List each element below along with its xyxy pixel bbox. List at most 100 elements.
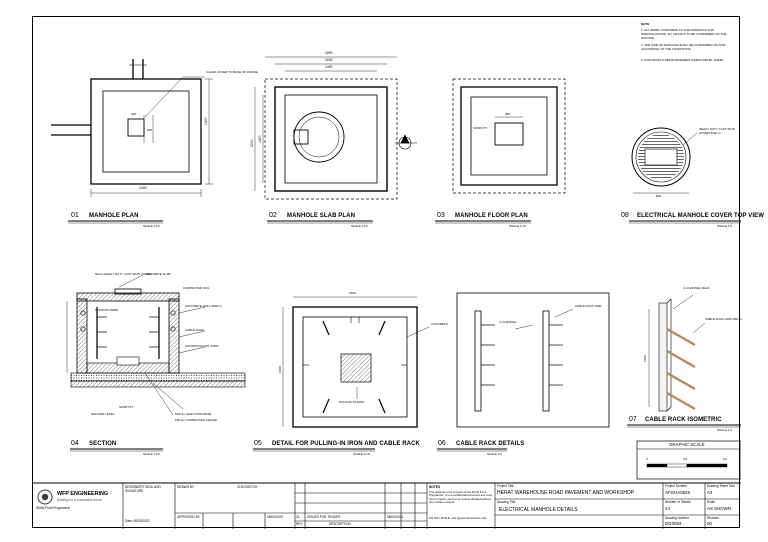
view-01-number: 01 bbox=[71, 212, 79, 219]
v05-callout-right: CONCRETE bbox=[431, 322, 448, 326]
org-sub: World Food Programme bbox=[36, 506, 70, 510]
scale-label: Scale bbox=[707, 500, 715, 504]
v02-dim-left-outer: 2000 bbox=[250, 139, 254, 147]
wfp-logo-icon bbox=[37, 489, 53, 505]
v03-dim-top: 300 bbox=[505, 112, 511, 116]
v02-dim-top-mid: 1600 bbox=[325, 58, 333, 62]
revision-row: ISSUED FOR TENDER bbox=[307, 515, 341, 519]
v06-callout-right: CABLE RACK ARM bbox=[575, 304, 602, 308]
view-06-scale: SCALE 1:5 bbox=[487, 452, 502, 456]
drawing-title-label: Drawing Title bbox=[497, 500, 516, 504]
date-label: Date: 08/03/2023 bbox=[125, 519, 150, 523]
v02-dim-top-outer: 1800 bbox=[325, 51, 333, 55]
v04-callout-wall: CONCRETE WALL 200mm bbox=[185, 304, 222, 308]
description-label: DESCRIPTION bbox=[329, 522, 351, 526]
graphic-scale bbox=[636, 440, 741, 480]
view-02-title: MANHOLE SLAB PLAN bbox=[287, 213, 356, 219]
view-02-scale: SCALE 1:10 bbox=[351, 224, 368, 228]
view-07-cable-rack-iso bbox=[627, 294, 741, 428]
v05-callout-bottom: PULLING-IN IRON bbox=[339, 400, 365, 404]
view-04-number: 04 bbox=[71, 440, 79, 447]
view-08-number: 08 bbox=[621, 212, 629, 219]
drawing-number-label: Drawing Number bbox=[665, 516, 689, 520]
view-06-cable-rack-details bbox=[437, 292, 610, 452]
v04-callout-cover: 50mm HEAVY DUTY CAST IRON COVER bbox=[95, 272, 152, 276]
view-04-title: SECTION bbox=[89, 441, 117, 447]
notes-heading: NOTE bbox=[641, 22, 650, 26]
v04-callout-lean: 100mm LEAN CONCRETE bbox=[175, 412, 212, 416]
project-title: HERAT WAREHOUSE ROAD PAVEMENT AND WORKSH… bbox=[497, 490, 635, 496]
view-08-scale: SCALE 1:5 bbox=[717, 224, 732, 228]
sheet-size: A3 bbox=[707, 490, 713, 495]
view-03-title: MANHOLE FLOOR PLAN bbox=[455, 213, 528, 219]
designer-label: DESIGNER'S SEAL AND SIGNATURE bbox=[125, 485, 161, 493]
view-07-title: CABLE RACK ISOMETRIC bbox=[645, 417, 722, 423]
rev-num: 01 bbox=[296, 515, 300, 519]
note-3: 3. FOR DETAILS REINFORCEMENT REFER DETAI… bbox=[641, 58, 725, 62]
v04-callout-conduit: CONDUIT PIPES bbox=[95, 308, 119, 312]
graphic-scale-tick-0: 0 bbox=[646, 457, 648, 461]
v02-dim-top-inner: 1400 bbox=[325, 65, 333, 69]
v01-callout: CLEAR COVER TO BASE OF FRAME bbox=[206, 70, 258, 74]
v08-callout: HEAVY DUTY CAST IRON COVER 600mm bbox=[699, 127, 735, 135]
view-04-section bbox=[66, 274, 246, 452]
view-02-slab-plan bbox=[254, 56, 417, 224]
v04-callout-gravel: 150mm COMPACTED GRAVEL bbox=[175, 418, 218, 422]
drawn-label: DRAWN BY bbox=[177, 485, 195, 489]
view-01-scale: SCALE 1:10 bbox=[143, 224, 160, 228]
view-03-number: 03 bbox=[437, 212, 445, 219]
org-name: WFP ENGINEERING bbox=[57, 491, 109, 497]
v05-dim-left: 1800 bbox=[278, 366, 282, 373]
revision-label: Revision bbox=[707, 516, 720, 520]
rev-label: REV bbox=[296, 522, 303, 526]
graphic-scale-title: GRAPHIC SCALE bbox=[669, 442, 705, 447]
note-1: 1. ALL WORK CONFORMS TO THE DRAWINGS AND… bbox=[641, 28, 727, 40]
v01-dim-small-b: 300 bbox=[131, 112, 137, 116]
approved-label: APPROVED BY bbox=[177, 515, 200, 519]
view-03-scale: SCALE 1:10 bbox=[509, 224, 526, 228]
view-02-number: 02 bbox=[269, 212, 277, 219]
view-04-scale: SCALE 1:10 bbox=[143, 452, 160, 456]
project-number: AFGHA0829 bbox=[665, 490, 690, 495]
view-05-scale: SCALE 1:10 bbox=[353, 452, 370, 456]
view-07-number: 07 bbox=[629, 416, 637, 423]
rev-date: 08/03/2023 bbox=[387, 515, 403, 519]
disclaimer-text: This drawing is the property of the Worl… bbox=[429, 490, 493, 505]
v04-callout-slab: CONCRETE SLAB bbox=[145, 272, 171, 276]
v04-callout-rack: CABLE RACK bbox=[185, 328, 205, 332]
project-number-label: Project Number bbox=[665, 484, 688, 488]
v04-callout-ground: GROUND LEVEL bbox=[91, 412, 115, 416]
view-06-title: CABLE RACK DETAILS bbox=[456, 441, 525, 447]
title-block-frame bbox=[33, 482, 741, 529]
v07-dim: 1000 bbox=[643, 355, 647, 362]
drawing-canvas bbox=[33, 56, 741, 529]
note-2: 2. THE SIZE OF MANHOLE SHALL BE CONFIRME… bbox=[641, 43, 726, 51]
v07-callout-top: C-CHANNEL 40x40 bbox=[683, 286, 710, 290]
date-col: 08/03/2023 bbox=[267, 515, 283, 519]
view-06-number: 06 bbox=[438, 440, 446, 447]
view-01-title: MANHOLE PLAN bbox=[89, 213, 139, 219]
disclaimer-label: NOTES bbox=[429, 485, 440, 489]
revision-value: 00 bbox=[707, 521, 712, 526]
scale-value: AS SHOWN bbox=[707, 506, 731, 511]
drawing-sheet: NOTE 1. ALL WORK CONFORMS TO THE DRAWING… bbox=[32, 16, 764, 529]
drawing-number: DG0084 bbox=[665, 521, 682, 526]
v01-dim-side: 1400 bbox=[204, 117, 208, 125]
v04-callout-soil: COMPACTED SOIL bbox=[183, 286, 210, 290]
checked-label: CHECKED BY bbox=[237, 485, 258, 489]
drawing-title: ELECTRICAL MANHOLE DETAILS bbox=[499, 507, 578, 513]
view-05-title: DETAIL FOR PULLING-IN IRON AND CABLE RAC… bbox=[272, 441, 420, 447]
v04-callout-sump: SUMP PIT bbox=[119, 405, 134, 409]
number-of-sheets: 44 bbox=[665, 506, 670, 511]
v02-dim-left: 1400 bbox=[258, 135, 262, 143]
view-05-pulling-iron bbox=[253, 296, 430, 452]
v01-dim-bottom: 1400 bbox=[139, 186, 147, 190]
v08-dim-bottom: 600 bbox=[656, 194, 662, 198]
v06-callout-left: C-CHANNEL bbox=[499, 320, 517, 324]
project-title-label: Project Title bbox=[497, 484, 514, 488]
view-03-floor-plan bbox=[435, 78, 566, 224]
graphic-scale-tick-2: 1m bbox=[723, 457, 728, 461]
v01-dim-small-a: 200 bbox=[147, 128, 153, 132]
v04-callout-joint: CONSTRUCTION JOINT bbox=[185, 344, 219, 348]
view-05-number: 05 bbox=[254, 440, 262, 447]
